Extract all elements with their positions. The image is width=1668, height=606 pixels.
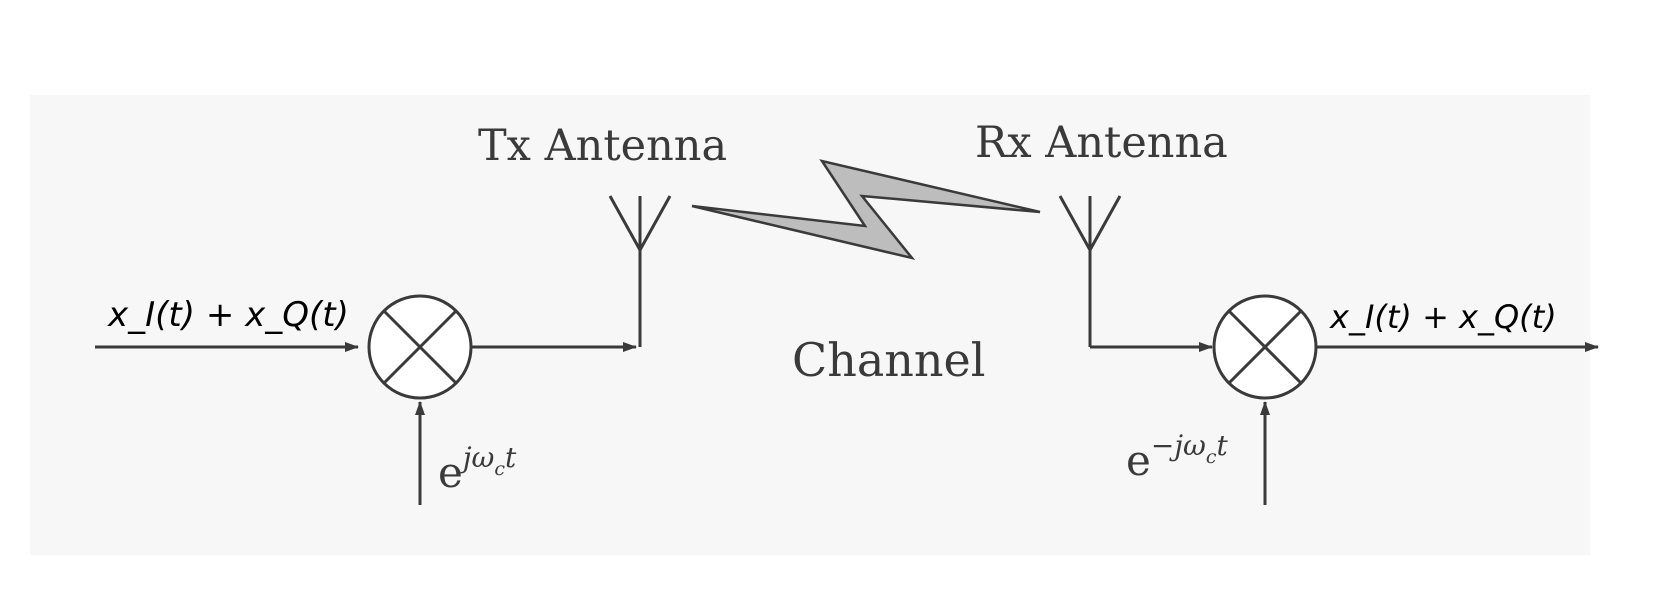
tx-antenna-icon bbox=[608, 195, 672, 251]
rx-mixer bbox=[1212, 294, 1318, 400]
tx-antenna-label: Tx Antenna bbox=[478, 121, 727, 171]
tx-input-signal-label: x_I(t) + x_Q(t) bbox=[107, 295, 349, 335]
scan-background bbox=[30, 95, 1590, 555]
rx-antenna-label: Rx Antenna bbox=[975, 118, 1228, 168]
tx-carrier-label: ejωct bbox=[438, 441, 517, 497]
lightning-icon bbox=[691, 159, 1041, 261]
rx-output-signal-label: x_I(t) + x_Q(t) bbox=[1329, 298, 1557, 336]
channel-label: Channel bbox=[792, 333, 985, 387]
rx-carrier-label: e−jωct bbox=[1126, 429, 1229, 485]
rx-antenna-icon bbox=[1058, 195, 1122, 251]
tx-mixer bbox=[367, 294, 473, 400]
